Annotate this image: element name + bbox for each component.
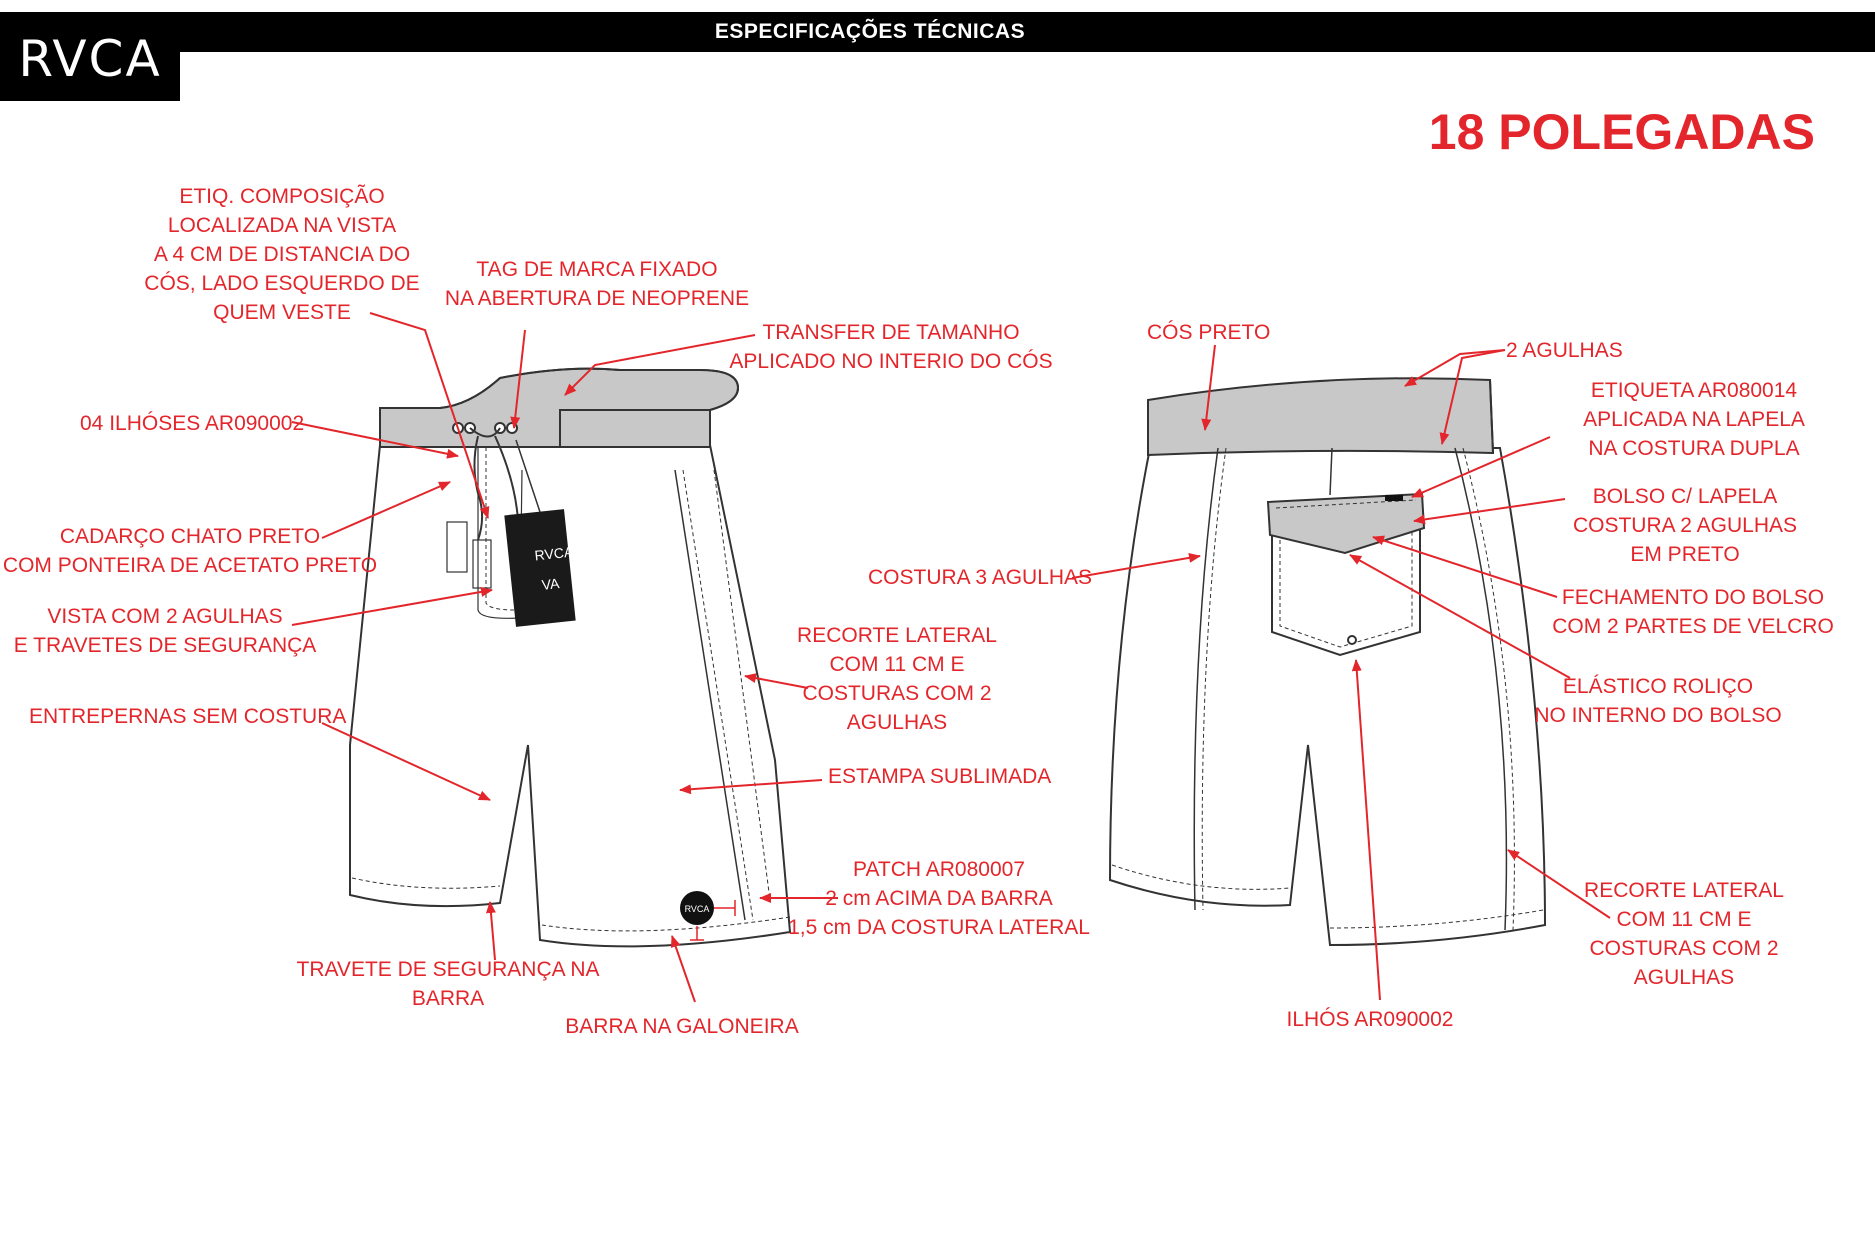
front-shorts <box>349 367 792 948</box>
rvca-patch: RVCA <box>680 891 736 941</box>
header-bar <box>0 12 1875 52</box>
label-etiq-composicao: ETIQ. COMPOSIÇÃO LOCALIZADA NA VISTA A 4… <box>144 185 420 324</box>
label-costura-3-agulhas: COSTURA 3 AGULHAS <box>868 566 1093 589</box>
label-transfer-tamanho: TRANSFER DE TAMANHO APLICADO NO INTERIO … <box>729 321 1053 373</box>
hangtag-mark: VA <box>541 575 561 593</box>
hangtag-brand: RVCA <box>534 543 575 563</box>
label-ilhos: ILHÓS AR090002 <box>1286 1008 1454 1031</box>
back-body-outline <box>1108 447 1547 947</box>
size-heading: 18 POLEGADAS <box>1428 104 1815 160</box>
label-fechamento: FECHAMENTO DO BOLSO COM 2 PARTES DE VELC… <box>1552 586 1834 638</box>
label-entrepernas: ENTREPERNAS SEM COSTURA <box>29 705 347 728</box>
label-2-agulhas: 2 AGULHAS <box>1506 339 1623 362</box>
label-travete-barra: TRAVETE DE SEGURANÇA NA BARRA <box>296 958 600 1010</box>
label-tag-marca: TAG DE MARCA FIXADO NA ABERTURA DE NEOPR… <box>444 258 750 310</box>
composition-label <box>446 521 468 573</box>
header-title: ESPECIFICAÇÕES TÉCNICAS <box>714 20 1026 43</box>
label-bolso: BOLSO C/ LAPELA COSTURA 2 AGULHAS EM PRE… <box>1572 485 1798 566</box>
front-side-panel <box>674 469 746 921</box>
label-cos-preto: CÓS PRETO <box>1147 321 1271 344</box>
label-elastico: ELÁSTICO ROLIÇO NO INTERNO DO BOLSO <box>1534 675 1782 727</box>
patch-brand: RVCA <box>685 904 710 914</box>
label-cadarco: CADARÇO CHATO PRETO COM PONTEIRA DE ACET… <box>2 525 378 577</box>
back-shorts <box>1108 377 1547 947</box>
hangtag: RVCA VA <box>504 439 576 627</box>
label-barra-galoneira: BARRA NA GALONEIRA <box>565 1015 799 1038</box>
label-recorte-lateral-back: RECORTE LATERAL COM 11 CM E COSTURAS COM… <box>1584 879 1784 989</box>
label-vista: VISTA COM 2 AGULHAS E TRAVETES DE SEGURA… <box>13 605 317 657</box>
label-patch: PATCH AR080007 2 cm ACIMA DA BARRA 1,5 c… <box>788 858 1090 939</box>
label-ilhoses: 04 ILHÓSES AR090002 <box>80 412 305 435</box>
annotation-arrows <box>291 312 1611 1003</box>
label-recorte-lateral-front: RECORTE LATERAL COM 11 CM E COSTURAS COM… <box>797 624 997 734</box>
front-body-outline <box>349 444 792 948</box>
brand-logo: RVCA <box>0 18 180 101</box>
label-estampa: ESTAMPA SUBLIMADA <box>828 765 1052 788</box>
label-etiqueta: ETIQUETA AR080014 APLICADA NA LAPELA NA … <box>1583 379 1805 460</box>
